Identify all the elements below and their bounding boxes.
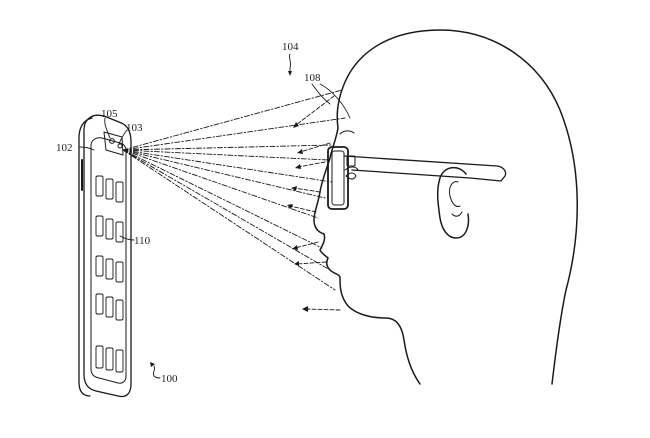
reflection-arrow [289, 205, 317, 213]
reference-labels: 100 102 103 104 105 108 110 [56, 41, 321, 385]
app-icon [95, 293, 104, 315]
reflected-arrows [289, 95, 341, 311]
glasses [327, 146, 507, 210]
label-104: 104 [282, 41, 299, 53]
leader-105 [104, 117, 111, 139]
ray [122, 117, 346, 151]
app-icon [115, 299, 124, 321]
app-icon [105, 296, 114, 318]
app-icon [95, 255, 104, 277]
leader-110 [119, 235, 135, 241]
leader-103 [118, 129, 128, 145]
app-icon [105, 218, 114, 240]
projection-rays [122, 89, 346, 291]
ray [122, 149, 336, 291]
leader-102 [79, 146, 95, 151]
ear-curl [451, 211, 463, 217]
reflection-arrow [294, 241, 319, 249]
app-icon [115, 221, 124, 243]
glasses-temple [343, 155, 507, 182]
label-100: 100 [161, 373, 178, 385]
arrowhead [295, 164, 301, 169]
arrowhead [294, 261, 299, 266]
ray [122, 149, 329, 161]
reflection-arrow [296, 261, 327, 265]
reflection-arrow [295, 95, 335, 126]
head-profile [313, 29, 578, 385]
phone-device [78, 114, 132, 398]
leader-108-b [319, 83, 351, 119]
label-105: 105 [101, 108, 118, 120]
arrowhead [291, 186, 297, 191]
dock-icon [105, 347, 114, 371]
arrowheads [287, 122, 308, 312]
arrowhead [288, 71, 292, 76]
app-icon [95, 175, 104, 197]
ray [122, 89, 343, 151]
dock-icon [115, 349, 124, 373]
emitter-lens-icon [117, 143, 123, 149]
ray [122, 149, 323, 249]
glasses-hinge [346, 155, 356, 167]
arrowhead [302, 306, 308, 312]
leader-arrowheads [150, 71, 292, 367]
leader-lines [79, 53, 351, 379]
app-icon [105, 258, 114, 280]
app-icon [105, 178, 114, 200]
reflection-arrow [299, 142, 331, 153]
eye [345, 172, 357, 180]
arrowhead [150, 362, 155, 367]
reflection-arrow [293, 187, 321, 193]
ray [122, 144, 333, 151]
ear-inner [449, 181, 461, 207]
ray [122, 149, 331, 271]
phone-screen [90, 137, 127, 384]
camera-lens-icon [109, 138, 115, 144]
leader-100 [152, 365, 161, 379]
arrowhead [292, 245, 298, 250]
label-103: 103 [126, 122, 143, 134]
app-icon [95, 215, 104, 237]
app-icon [115, 261, 124, 283]
dock-icon [95, 345, 104, 369]
eyebrow [339, 130, 355, 135]
arrowhead [293, 122, 299, 128]
leader-108-a [311, 83, 331, 105]
leader-104 [288, 53, 292, 73]
app-icon [115, 181, 124, 203]
ear [436, 166, 470, 239]
sensor-housing [103, 131, 124, 156]
app-icon-grid [95, 175, 124, 373]
ray [122, 149, 333, 183]
label-110: 110 [134, 235, 151, 247]
ray [122, 149, 319, 219]
label-102: 102 [56, 142, 73, 154]
phone-body [83, 114, 132, 398]
eye-lid [344, 166, 359, 171]
phone-back-edge [78, 117, 93, 397]
arrowhead [297, 149, 303, 154]
reflection-arrow [305, 308, 341, 311]
arrowhead [287, 204, 293, 209]
glasses-lens-inner [331, 150, 345, 206]
reflection-arrow [297, 161, 326, 168]
ray [122, 149, 326, 199]
user-head [313, 29, 578, 385]
label-108: 108 [304, 72, 321, 84]
